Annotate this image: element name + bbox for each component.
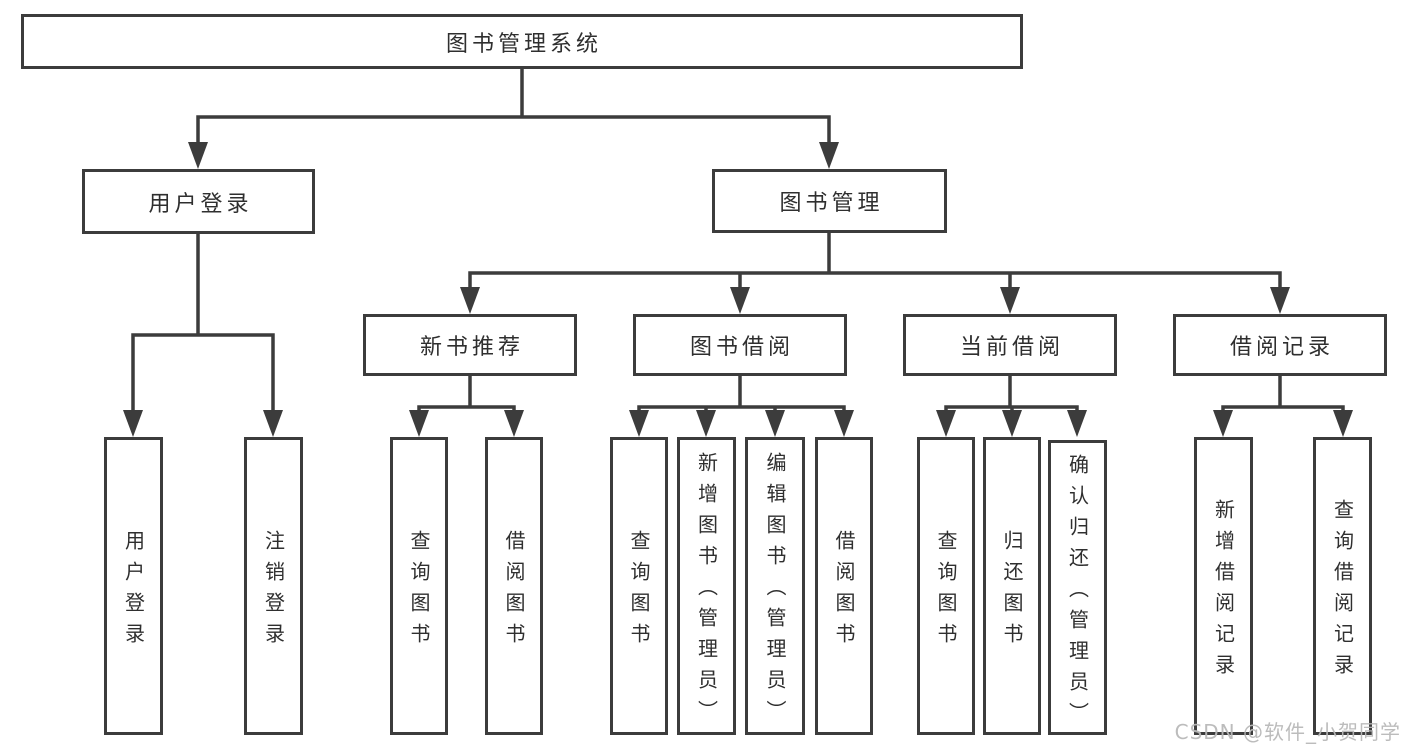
leaf-return-books-label: 归还图书 xyxy=(1000,529,1024,654)
node-user-login-branch: 用户登录 xyxy=(82,169,315,234)
leaf-logout-label: 注销登录 xyxy=(261,529,286,654)
connector-current-borrowing xyxy=(944,374,1079,414)
node-new-book-recommendation: 新书推荐 xyxy=(363,314,577,376)
node-library-management-system: 图书管理系统 xyxy=(21,14,1023,69)
connector-new-book xyxy=(417,374,516,414)
connector-book-management xyxy=(468,231,1282,292)
leaf-confirm-return-admin-label: 确认归还（管理员） xyxy=(1065,453,1090,733)
leaf-logout: 注销登录 xyxy=(244,437,303,735)
leaf-query-books-current: 查询图书 xyxy=(917,437,975,735)
node-book-borrowing: 图书借阅 xyxy=(633,314,847,376)
leaf-query-borrowing-record-label: 查询借阅记录 xyxy=(1330,498,1355,685)
leaf-add-borrowing-record: 新增借阅记录 xyxy=(1194,437,1253,735)
leaf-edit-books-admin-label: 编辑图书（管理员） xyxy=(763,452,787,731)
leaf-borrow-books-borrowing-label: 借阅图书 xyxy=(832,529,856,654)
arrowheads xyxy=(123,142,1353,437)
leaf-add-books-admin-label: 新增图书（管理员） xyxy=(694,452,719,731)
leaf-add-books-admin: 新增图书（管理员） xyxy=(677,437,736,735)
leaf-user-login: 用户登录 xyxy=(104,437,163,735)
leaf-query-books-recommend: 查询图书 xyxy=(390,437,448,735)
node-borrowing-records: 借阅记录 xyxy=(1173,314,1387,376)
connector-root xyxy=(196,67,831,147)
leaf-return-books: 归还图书 xyxy=(983,437,1041,735)
connector-book-borrowing xyxy=(637,374,846,414)
leaf-edit-books-admin: 编辑图书（管理员） xyxy=(745,437,805,735)
connector-borrowing-records xyxy=(1221,374,1345,414)
leaf-confirm-return-admin: 确认归还（管理员） xyxy=(1048,440,1107,735)
leaf-query-borrowing-record: 查询借阅记录 xyxy=(1313,437,1372,735)
leaf-query-books-borrowing-label: 查询图书 xyxy=(627,529,651,654)
node-current-borrowing: 当前借阅 xyxy=(903,314,1117,376)
node-book-management-branch: 图书管理 xyxy=(712,169,947,233)
leaf-user-login-label: 用户登录 xyxy=(121,529,146,654)
leaf-query-books-recommend-label: 查询图书 xyxy=(407,529,431,654)
leaf-query-books-borrowing: 查询图书 xyxy=(610,437,668,735)
leaf-query-books-current-label: 查询图书 xyxy=(934,529,958,654)
leaf-add-borrowing-record-label: 新增借阅记录 xyxy=(1211,498,1236,685)
csdn-watermark: CSDN @软件_小贺同学 xyxy=(1174,720,1401,744)
leaf-borrow-books-borrowing: 借阅图书 xyxy=(815,437,873,735)
connector-user-login xyxy=(131,232,275,414)
leaf-borrow-books-recommend-label: 借阅图书 xyxy=(502,529,526,654)
leaf-borrow-books-recommend: 借阅图书 xyxy=(485,437,543,735)
